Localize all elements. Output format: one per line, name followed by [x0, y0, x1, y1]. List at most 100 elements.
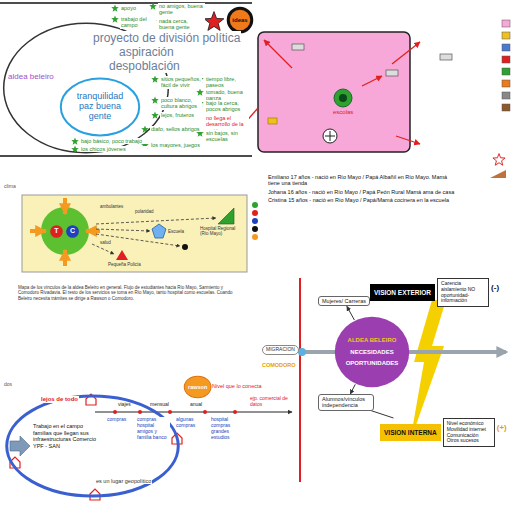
- note-label: nada cerca, buena gente: [158, 18, 205, 31]
- note-label: ambulantes: [100, 204, 123, 209]
- town-circle-shape: [50, 225, 63, 238]
- legend-swatch: [502, 104, 510, 111]
- red-triangle-symbol: [116, 250, 128, 260]
- school-icon-core: [339, 94, 347, 102]
- note-label: bajo la cerca, pocos abrigos: [205, 100, 247, 113]
- note-label: ejp. comercial de datos: [250, 396, 290, 408]
- legend-dot: [252, 202, 258, 208]
- legend-swatch: [502, 80, 510, 87]
- legend-dot: [252, 218, 258, 224]
- green-star: [151, 97, 159, 104]
- territory-oval-outline: [5, 395, 180, 497]
- note-label: (+): [497, 423, 507, 432]
- note-label: lejos de todo: [40, 396, 79, 403]
- green-star: [151, 76, 159, 83]
- green-star: [196, 89, 204, 96]
- inflow-arrow: [86, 229, 100, 233]
- connector: [347, 306, 355, 320]
- note-label: tiempo libre, paseos: [205, 76, 247, 89]
- flow-arrow: [396, 136, 420, 144]
- note-label: Nivel que lo conecta: [212, 383, 262, 389]
- node-text: Nivel económico Movilidad internet Comun…: [443, 418, 495, 447]
- note-label: viajes: [118, 402, 131, 408]
- village-circle: [41, 207, 89, 255]
- triangle-symbol: [218, 208, 234, 224]
- legend-dot: [252, 210, 258, 216]
- note-label: (-): [491, 283, 499, 292]
- dashed-flow: [96, 229, 150, 231]
- note-label: compras: [106, 417, 127, 423]
- legend-swatch: [502, 92, 510, 99]
- note-label: compras hospital amigos y familia banco: [136, 417, 170, 441]
- shop-icon: [268, 118, 277, 124]
- connector: [371, 411, 393, 418]
- pointer-arrow: [10, 436, 30, 456]
- ideas-circle: ideas: [228, 8, 252, 32]
- pentagon-symbol: [152, 224, 166, 238]
- node-text: VISION EXTERIOR: [370, 284, 435, 301]
- bus-icon: [386, 70, 398, 76]
- lightning-bolt: [410, 300, 446, 442]
- note-label: bajo básico, poco trabajo: [80, 138, 147, 144]
- connector: [350, 384, 355, 394]
- panel-rule: [0, 155, 252, 157]
- note-label: poco blanco, cultura abrigos: [160, 97, 202, 110]
- note-label: lejos, fruteros: [160, 112, 202, 118]
- town-circle: T: [50, 225, 63, 238]
- village-core-circle: ALDEA BELEIRONECESIDADESOPORTUNIDADES: [334, 316, 410, 388]
- note-label: Hospital Regional (Río Mayo): [200, 226, 244, 237]
- triangle-icon: [490, 170, 506, 178]
- village-core-circle-shape: [335, 317, 409, 388]
- migration-bubble: MIGRACION: [262, 345, 299, 355]
- bus-icon: [292, 44, 304, 50]
- note-label: Escuela: [168, 229, 184, 234]
- note-label: apoyo: [120, 5, 137, 11]
- timeline-mark: [168, 410, 172, 414]
- values-circle: tranquilidad paz buena gente: [60, 78, 140, 136]
- origin-dot: [298, 348, 306, 356]
- node-text: escolas: [333, 88, 353, 116]
- legend-swatch: [502, 20, 510, 27]
- legend-swatch: [502, 56, 510, 63]
- map-region: [258, 32, 410, 152]
- node-text: ideas: [232, 17, 247, 24]
- legend-dot: [252, 234, 258, 240]
- group-tag: Alumnos/vínculos independencia: [318, 394, 374, 411]
- green-star: [71, 138, 79, 145]
- note-label: clima: [4, 184, 16, 190]
- note-label: hospital compras grandes estudios: [210, 417, 247, 441]
- note-label: los mayores, juegos: [150, 142, 202, 148]
- timeline: [95, 412, 292, 413]
- dot-symbol: [182, 244, 188, 250]
- note-label: COMODORO: [262, 362, 296, 368]
- timeline-mark: [203, 410, 207, 414]
- town-circle-shape: [66, 225, 79, 238]
- timeline-mark: [138, 410, 142, 414]
- note-label: trabajo del campo: [120, 16, 156, 29]
- note-label: salud: [100, 240, 111, 245]
- inflow-arrow: [63, 250, 67, 266]
- city-circle-shape: [184, 376, 211, 398]
- inflow-arrow: [63, 198, 67, 214]
- school-marker: escolas: [333, 88, 353, 116]
- red-star: [204, 12, 224, 31]
- node-text: Carencia aislamiento NO oportunidad- inf…: [437, 278, 489, 307]
- node-text: OPORTUNIDADES: [346, 360, 399, 367]
- node-text: Mujeres/ Carreras: [322, 298, 366, 304]
- inflow-arrow: [30, 229, 46, 233]
- star-icon: [493, 154, 505, 166]
- note-label: Cristina 15 años - nació en Río Mayo / P…: [268, 197, 504, 203]
- node-text: VISION INTERNA: [380, 424, 441, 441]
- group-tag: Mujeres/ Carreras: [318, 296, 370, 306]
- timeline-mark: [113, 410, 117, 414]
- vision-exterior-box: VISION EXTERIORCarencia aislamiento NO o…: [370, 278, 489, 307]
- green-star: [111, 16, 119, 23]
- note-label: aspiración: [118, 45, 175, 59]
- values-circle-shape: [61, 79, 139, 136]
- hospital-icon: [323, 129, 337, 143]
- school-icon-ring: [334, 89, 352, 107]
- note-label: diafo, sellos abrigos: [150, 126, 202, 132]
- node-text: MIGRACION: [266, 347, 295, 353]
- school-icon: [333, 88, 353, 108]
